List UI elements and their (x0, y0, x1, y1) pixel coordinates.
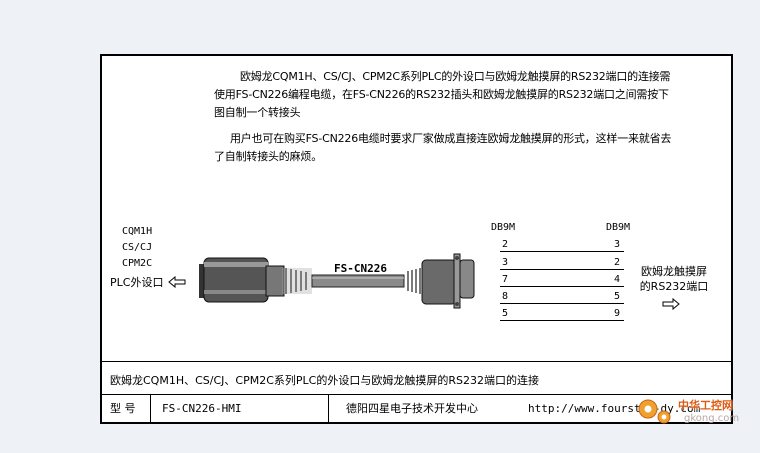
hmi-port-line-2: 的RS232端口 (639, 280, 709, 293)
intro-paragraph-1: 欧姆龙CQM1H、CS/CJ、CPM2C系列PLC的外设口与欧姆龙触摸屏的RS2… (214, 70, 671, 119)
model-label: 型 号 (110, 402, 136, 415)
caption-row: 欧姆龙CQM1H、CS/CJ、CPM2C系列PLC的外设口与欧姆龙触摸屏的RS2… (102, 361, 731, 395)
title-block: 型 号 FS-CN226-HMI 德阳四星电子技术开发中心 http://www… (102, 395, 731, 422)
cable-illustration (199, 253, 475, 309)
pin-right: 2 (614, 257, 621, 268)
plc-port-label: PLC外设口 (110, 276, 164, 289)
cable-model-label: FS-CN226 (334, 262, 387, 275)
pin-wire (500, 320, 624, 321)
pin-left: 2 (502, 239, 509, 250)
drawing-sheet: 欧姆龙CQM1H、CS/CJ、CPM2C系列PLC的外设口与欧姆龙触摸屏的RS2… (100, 54, 733, 424)
pin-wire (500, 269, 624, 270)
pin-right: 9 (614, 308, 621, 319)
watermark-title: 中华工控网 (678, 399, 733, 412)
pin-wire (500, 286, 624, 287)
right-connector-header: DB9M (606, 222, 631, 233)
plc-model-cs-cj: CS/CJ (122, 242, 153, 253)
pin-right: 4 (614, 274, 621, 285)
pin-left: 3 (502, 257, 509, 268)
pin-wire (500, 303, 624, 304)
gear-logo-icon (638, 399, 671, 424)
plc-model-cpm2c: CPM2C (122, 258, 153, 269)
watermark: 中华工控网 gkong.com (632, 391, 758, 431)
hmi-port-line-1: 欧姆龙触摸屏 (641, 265, 707, 278)
right-arrow-icon (662, 298, 680, 310)
company-url[interactable]: http://www.fourstar-dy.com (528, 402, 701, 415)
left-connector-header: DB9M (491, 222, 516, 233)
left-arrow-icon (168, 276, 186, 288)
drawing-caption: 欧姆龙CQM1H、CS/CJ、CPM2C系列PLC的外设口与欧姆龙触摸屏的RS2… (110, 374, 539, 387)
hmi-port-label: 欧姆龙触摸屏 的RS232端口 (636, 264, 712, 294)
watermark-url: gkong.com (684, 413, 740, 424)
model-value: FS-CN226-HMI (162, 402, 242, 415)
pin-left: 7 (502, 274, 509, 285)
pin-right: 3 (614, 239, 621, 250)
company-name: 德阳四星电子技术开发中心 (346, 402, 478, 415)
title-block-divider (150, 395, 151, 422)
plc-model-cqm1h: CQM1H (122, 226, 153, 237)
pin-left: 5 (502, 308, 509, 319)
intro-paragraph-2: 用户也可在购买FS-CN226电缆时要求厂家做成直接连欧姆龙触摸屏的形式，这样一… (214, 132, 672, 163)
pin-left: 8 (502, 291, 509, 302)
pin-right: 5 (614, 291, 621, 302)
pin-wire (500, 251, 624, 252)
title-block-divider (328, 395, 329, 422)
